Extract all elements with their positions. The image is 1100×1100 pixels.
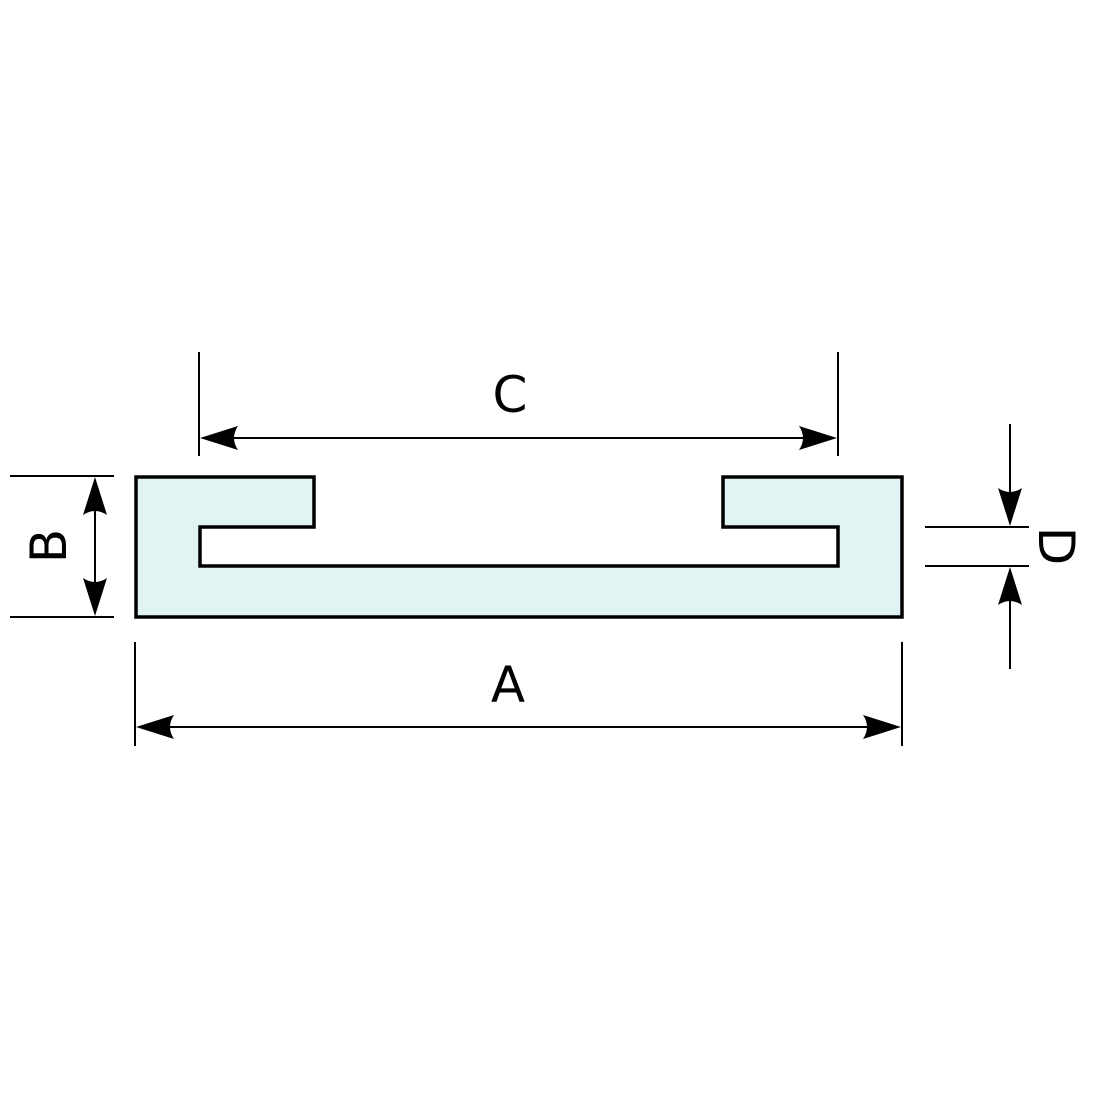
channel-profile-shape xyxy=(134,475,904,619)
dimension-b-label: B xyxy=(20,529,78,563)
dimension-d-label: D xyxy=(1027,527,1085,566)
dimension-c-label: C xyxy=(493,366,528,424)
dimension-c: C xyxy=(198,352,839,456)
dimension-a: A xyxy=(134,642,903,746)
dimension-d: D xyxy=(925,424,1085,669)
dimension-b: B xyxy=(10,475,114,618)
dimension-a-label: A xyxy=(491,656,525,714)
